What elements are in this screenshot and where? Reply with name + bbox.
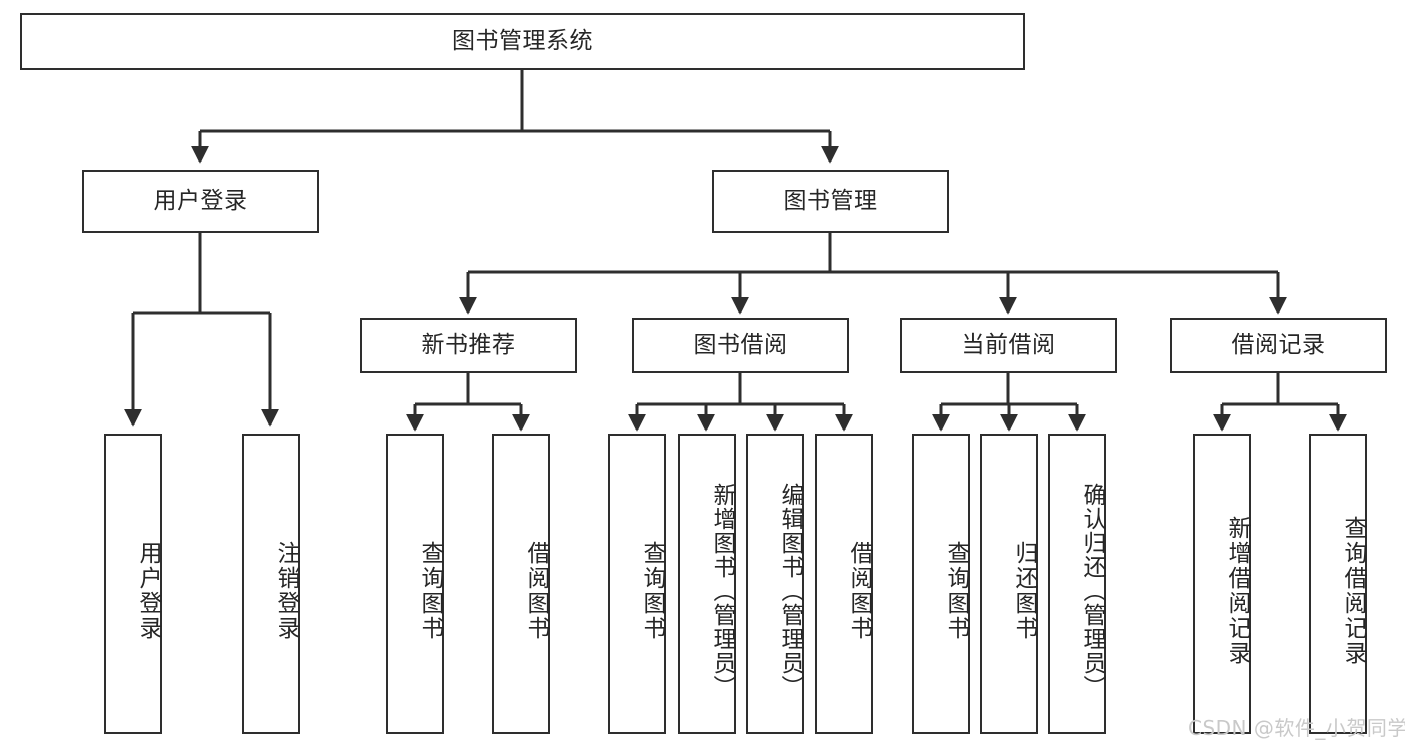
leaf-record-add-borrow-record[interactable]: 新增借阅记录 [1193,434,1251,734]
leaf-current-query-book[interactable]: 查询图书 [912,434,970,734]
leaf-current-confirm-return-admin[interactable]: 确认归还（管理员） [1048,434,1106,734]
node-current-borrow[interactable]: 当前借阅 [900,318,1117,373]
leaf-borrow-query-book[interactable]: 查询图书 [608,434,666,734]
leaf-borrow-edit-book-admin[interactable]: 编辑图书（管理员） [746,434,804,734]
leaf-record-query-borrow-record[interactable]: 查询借阅记录 [1309,434,1367,734]
node-user-login[interactable]: 用户登录 [82,170,319,233]
leaf-borrow-borrow-book[interactable]: 借阅图书 [815,434,873,734]
node-new-book-recommend[interactable]: 新书推荐 [360,318,577,373]
leaf-borrow-add-book-admin[interactable]: 新增图书（管理员） [678,434,736,734]
node-book-manage[interactable]: 图书管理 [712,170,949,233]
node-borrow-record[interactable]: 借阅记录 [1170,318,1387,373]
node-root[interactable]: 图书管理系统 [20,13,1025,70]
leaf-recommend-query-book[interactable]: 查询图书 [386,434,444,734]
leaf-recommend-borrow-book[interactable]: 借阅图书 [492,434,550,734]
leaf-current-return-book[interactable]: 归还图书 [980,434,1038,734]
leaf-user-login[interactable]: 用户登录 [104,434,162,734]
leaf-logout-login[interactable]: 注销登录 [242,434,300,734]
node-book-borrow[interactable]: 图书借阅 [632,318,849,373]
